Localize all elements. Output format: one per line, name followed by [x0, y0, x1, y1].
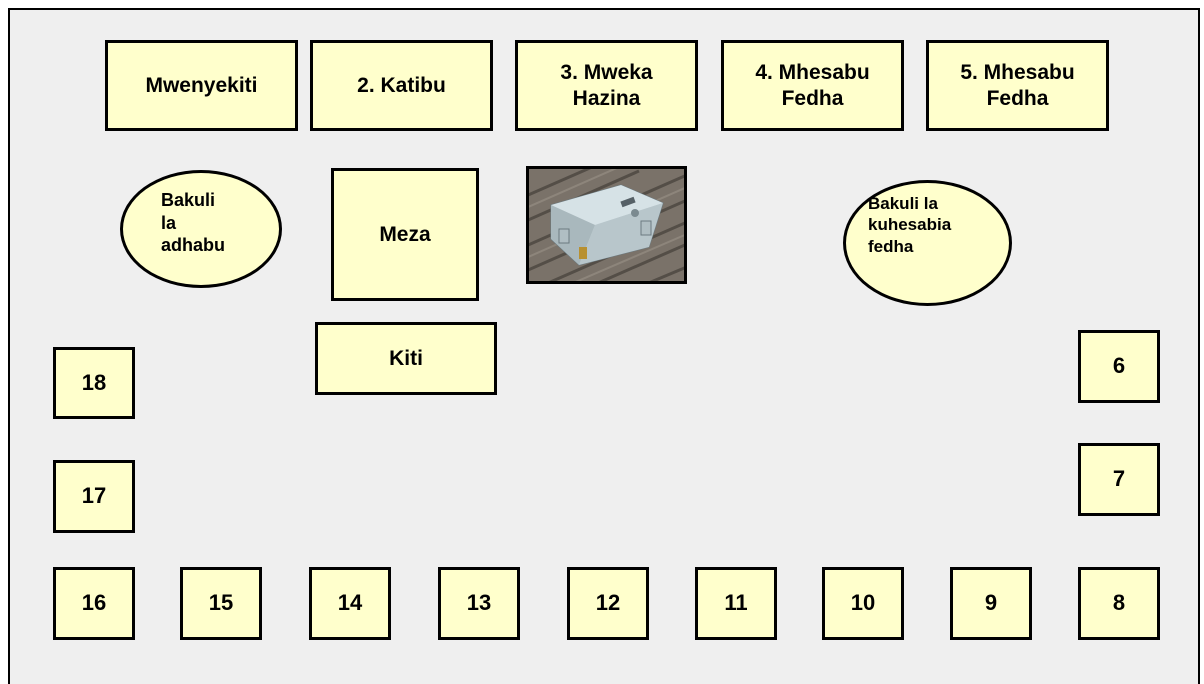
- seat-number: 8: [1112, 590, 1126, 616]
- seat-number: 13: [466, 590, 492, 616]
- fine-bowl-label: Bakuli la adhabu: [161, 190, 226, 255]
- seat-number: 6: [1112, 353, 1126, 379]
- fine-bowl: Bakuli la adhabu: [120, 170, 282, 288]
- chair: Kiti: [315, 322, 497, 395]
- table-label: Meza: [379, 222, 431, 246]
- seat-10: 10: [822, 567, 904, 640]
- seat-number: 12: [595, 590, 621, 616]
- official-label: 3. Mweka Hazina: [560, 61, 653, 110]
- seat-16: 16: [53, 567, 135, 640]
- official-label: 4. Mhesabu Fedha: [755, 61, 870, 110]
- official-label: 5. Mhesabu Fedha: [960, 61, 1075, 110]
- official-chairperson: Mwenyekiti: [105, 40, 298, 131]
- cash-box-illustration: [529, 169, 684, 281]
- seat-number: 16: [81, 590, 107, 616]
- seat-14: 14: [309, 567, 391, 640]
- official-secretary: 2. Katibu: [310, 40, 493, 131]
- cash-box-photo: [526, 166, 687, 284]
- seat-9: 9: [950, 567, 1032, 640]
- official-money-counter-1: 4. Mhesabu Fedha: [721, 40, 904, 131]
- seat-number: 11: [724, 590, 748, 616]
- official-treasurer: 3. Mweka Hazina: [515, 40, 698, 131]
- seat-18: 18: [53, 347, 135, 419]
- seat-6: 6: [1078, 330, 1160, 403]
- seat-number: 9: [984, 590, 998, 616]
- official-label: 2. Katibu: [357, 73, 446, 97]
- seat-number: 7: [1112, 466, 1126, 492]
- meeting-table: Meza: [331, 168, 479, 301]
- seat-8: 8: [1078, 567, 1160, 640]
- seat-7: 7: [1078, 443, 1160, 516]
- seat-17: 17: [53, 460, 135, 533]
- seat-number: 14: [337, 590, 363, 616]
- counting-bowl-label: Bakuli la kuhesabia fedha: [868, 194, 952, 256]
- seat-number: 10: [850, 590, 876, 616]
- seat-number: 15: [208, 590, 234, 616]
- seat-12: 12: [567, 567, 649, 640]
- official-label: Mwenyekiti: [145, 73, 258, 97]
- official-money-counter-2: 5. Mhesabu Fedha: [926, 40, 1109, 131]
- counting-bowl: Bakuli la kuhesabia fedha: [843, 180, 1012, 306]
- seat-11: 11: [695, 567, 777, 640]
- chair-label: Kiti: [389, 346, 423, 370]
- seat-number: 17: [81, 483, 107, 509]
- seat-15: 15: [180, 567, 262, 640]
- seat-13: 13: [438, 567, 520, 640]
- seat-number: 18: [81, 369, 107, 395]
